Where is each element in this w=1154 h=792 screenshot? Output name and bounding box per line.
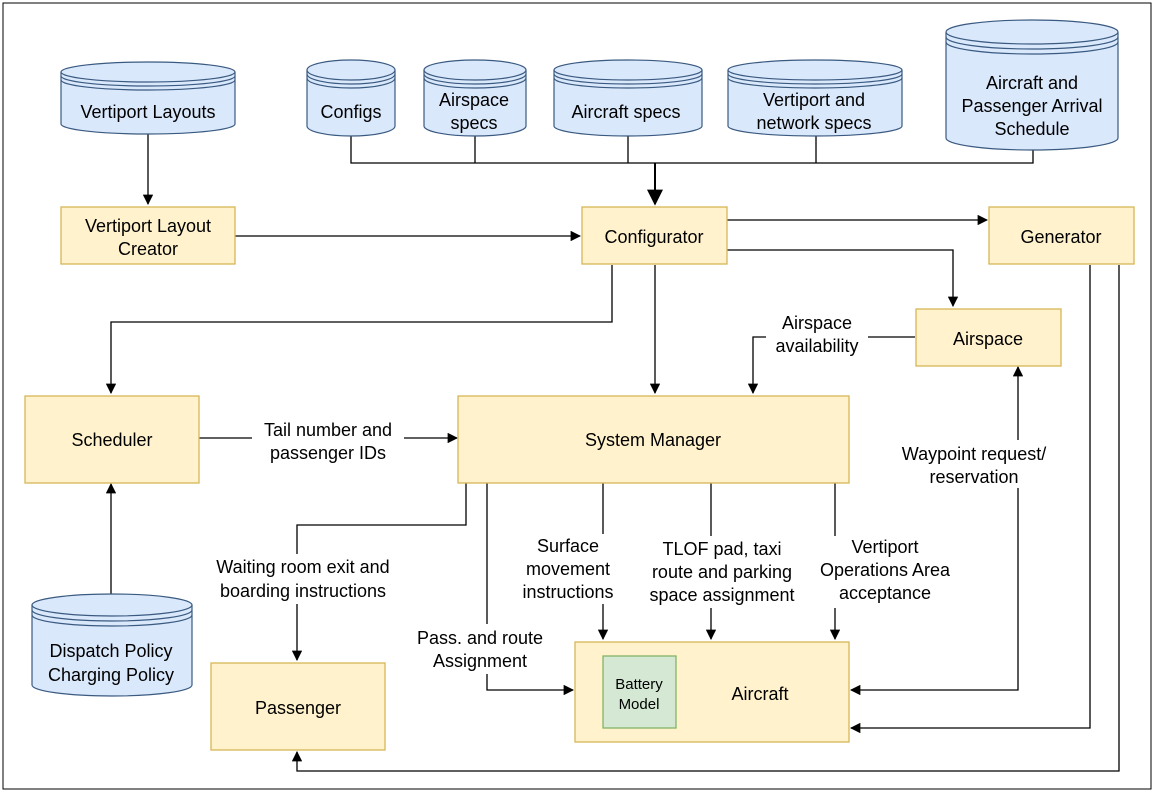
edge-generator-to-aircraft [849, 265, 1091, 734]
box-layout-creator-line-1: Vertiport Layout [85, 216, 211, 236]
db-airspace-specs-line-1: Airspace [439, 90, 509, 110]
db-vertiport-layouts-label: Vertiport Layouts [80, 102, 215, 122]
db-airspace-specs: Airspace specs [423, 59, 527, 137]
edge-generator-to-passenger [291, 265, 1120, 772]
svg-text:Airspace: Airspace [953, 329, 1023, 349]
svg-text:Aircraft: Aircraft [731, 684, 788, 704]
svg-text:Vertiport Layouts: Vertiport Layouts [80, 102, 215, 122]
db-airspace-specs-line-2: specs [450, 113, 497, 133]
label-airspace-availability-line-1: Airspace [782, 313, 852, 333]
label-surface-movement-line-3: instructions [522, 582, 613, 602]
box-passenger-label: Passenger [255, 698, 341, 718]
box-aircraft-label: Aircraft [731, 684, 788, 704]
db-policies-line-2: Charging Policy [48, 665, 174, 685]
db-arrival-schedule-line-2: Passenger Arrival [961, 96, 1102, 116]
box-system-manager-label: System Manager [585, 430, 721, 450]
label-tlof-line-3: space assignment [649, 585, 794, 605]
label-waypoint-line-2: reservation [929, 467, 1018, 487]
svg-text:Configurator: Configurator [604, 227, 703, 247]
box-system-manager: System Manager [457, 395, 850, 484]
box-battery-model-line-1: Battery [615, 676, 663, 693]
label-tail-number-line-2: passenger IDs [270, 443, 386, 463]
label-tlof-line-1: TLOF pad, taxi [662, 539, 781, 559]
box-configurator-label: Configurator [604, 227, 703, 247]
label-vertiport-ops-line-1: Vertiport [851, 537, 918, 557]
box-layout-creator-line-2: Creator [118, 239, 178, 259]
label-tlof: TLOF pad, taxi route and parking space ass… [649, 539, 794, 605]
box-airspace: Airspace [915, 308, 1062, 367]
box-passenger: Passenger [210, 662, 386, 751]
db-aircraft-specs-label: Aircraft specs [571, 102, 680, 122]
box-airspace-label: Airspace [953, 329, 1023, 349]
edge-configurator-to-scheduler [105, 265, 613, 395]
edge-configurator-to-airspace [727, 249, 959, 308]
db-vertiport-layouts: Vertiport Layouts [60, 61, 236, 135]
label-surface-movement-line-2: movement [526, 559, 610, 579]
label-waiting-room-line-1: Waiting room exit and [216, 557, 389, 577]
label-vertiport-ops-line-2: Operations Area [820, 560, 951, 580]
db-vertiport-network-specs-line-1: Vertiport and [763, 90, 865, 110]
box-scheduler-label: Scheduler [71, 430, 152, 450]
label-tail-number: Tail number and passenger IDs [264, 420, 392, 463]
label-waiting-room-line-2: boarding instructions [220, 581, 386, 601]
edge-schedule-bus [816, 148, 1034, 164]
box-scheduler: Scheduler [24, 395, 200, 484]
label-airspace-availability: Airspace availability [775, 313, 858, 356]
label-tlof-line-2: route and parking [652, 562, 792, 582]
label-airspace-availability-line-2: availability [775, 336, 858, 356]
db-vertiport-network-specs-line-2: network specs [756, 113, 871, 133]
svg-text:Aircraft specs: Aircraft specs [571, 102, 680, 122]
edge-system-manager-to-aircraft-route [486, 482, 575, 696]
db-arrival-schedule-line-3: Schedule [994, 119, 1069, 139]
label-waypoint: Waypoint request/reservation [902, 444, 1046, 487]
svg-text:Passenger: Passenger [255, 698, 341, 718]
label-pass-route-line-1: Pass. and route [417, 628, 543, 648]
box-battery-model-line-2: Model [619, 696, 660, 713]
edge-labels: Airspace availability Tail number and pass… [200, 310, 1060, 674]
svg-text:Scheduler: Scheduler [71, 430, 152, 450]
db-configs: Configs [306, 59, 396, 137]
edge-configs-bus [350, 136, 816, 164]
box-configurator: Configurator [581, 206, 728, 265]
db-aircraft-specs: Aircraft specs [553, 59, 703, 137]
db-configs-label: Configs [320, 102, 381, 122]
db-arrival-schedule-line-1: Aircraft and [986, 73, 1078, 93]
label-surface-movement: Surface movement instructions [522, 536, 613, 602]
label-vertiport-ops-line-3: acceptance [839, 583, 931, 603]
label-pass-route-line-2: Assignment [433, 651, 527, 671]
box-generator: Generator [988, 206, 1135, 265]
db-vertiport-network-specs: Vertiport and network specs [727, 59, 903, 137]
label-surface-movement-line-1: Surface [537, 536, 599, 556]
label-waiting-room: Waiting room exit and boarding instructio… [216, 557, 389, 601]
label-waypoint-line-1: Waypoint request/ [902, 444, 1046, 464]
box-generator-label: Generator [1020, 227, 1101, 247]
db-policies-line-1: Dispatch Policy [49, 641, 172, 661]
svg-text:Generator: Generator [1020, 227, 1101, 247]
svg-text:Configs: Configs [320, 102, 381, 122]
label-tail-number-line-1: Tail number and [264, 420, 392, 440]
svg-text:System Manager: System Manager [585, 430, 721, 450]
